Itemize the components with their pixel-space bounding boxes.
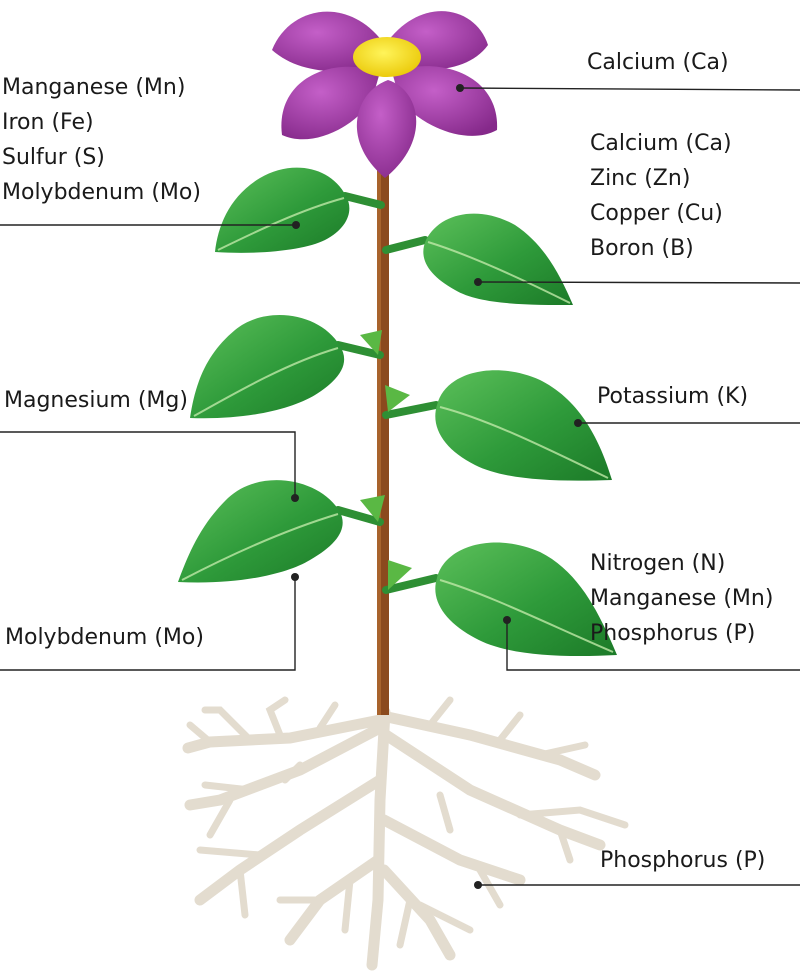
flower-center: [353, 37, 421, 77]
label-top-right-leaf-item: Boron (B): [590, 236, 694, 261]
label-top-left-leaf-item: Iron (Fe): [2, 110, 94, 135]
label-top-left-leaf: Manganese (Mn) Iron (Fe) Sulfur (S) Moly…: [2, 70, 201, 210]
label-top-left-leaf-item: Manganese (Mn): [2, 75, 186, 100]
label-top-right-leaf-item: Copper (Cu): [590, 201, 723, 226]
label-top-left-leaf-item: Molybdenum (Mo): [2, 180, 201, 205]
pointer-dots: [291, 84, 582, 889]
leaf-buds: [360, 330, 412, 590]
label-top-left-leaf-item: Sulfur (S): [2, 145, 105, 170]
label-flower: Calcium (Ca): [587, 45, 729, 80]
leaf-top-left: [215, 167, 350, 253]
pointer-molybdenum-bottom: [0, 577, 296, 671]
label-top-right-leaf-item: Calcium (Ca): [590, 131, 732, 156]
pointer-lines: [0, 87, 800, 886]
label-bottom-left-leaf-item: Molybdenum (Mo): [5, 625, 204, 650]
leaf-middle-left: [190, 315, 345, 419]
label-bottom-right-leaf: Nitrogen (N) Manganese (Mn) Phosphorus (…: [590, 546, 773, 651]
leaf-stalks: [334, 192, 440, 594]
leaf-veins: [181, 197, 614, 653]
flower: [272, 11, 498, 178]
label-bottom-right-leaf-item: Nitrogen (N): [590, 551, 726, 576]
label-middle-right-leaf-item: Potassium (K): [597, 384, 749, 409]
leaf-bottom-left: [178, 480, 343, 583]
label-flower-item: Calcium (Ca): [587, 50, 729, 75]
label-top-right-leaf-item: Zinc (Zn): [590, 166, 691, 191]
pointer-top-right-leaf: [477, 281, 800, 284]
pointer-magnesium: [0, 431, 296, 498]
leaf-middle-right: [435, 370, 612, 481]
leaf-top-right: [423, 213, 573, 305]
label-bottom-right-leaf-item: Phosphorus (P): [590, 621, 756, 646]
label-middle-right-leaf: Potassium (K): [597, 379, 748, 414]
label-top-right-leaf: Calcium (Ca) Zinc (Zn) Copper (Cu) Boron…: [590, 126, 732, 266]
label-middle-left-leaf-item: Magnesium (Mg): [4, 388, 188, 413]
label-bottom-left-leaf: Molybdenum (Mo): [5, 620, 204, 655]
label-bottom-right-leaf-item: Manganese (Mn): [590, 586, 774, 611]
label-roots: Phosphorus (P): [600, 843, 765, 878]
pointer-flower: [459, 87, 800, 91]
pointer-bottom-right-leaf: [506, 620, 800, 671]
label-middle-left-leaf: Magnesium (Mg): [4, 383, 188, 418]
roots: [182, 696, 629, 971]
leaf-bottom-right: [435, 542, 617, 657]
label-roots-item: Phosphorus (P): [600, 848, 766, 873]
